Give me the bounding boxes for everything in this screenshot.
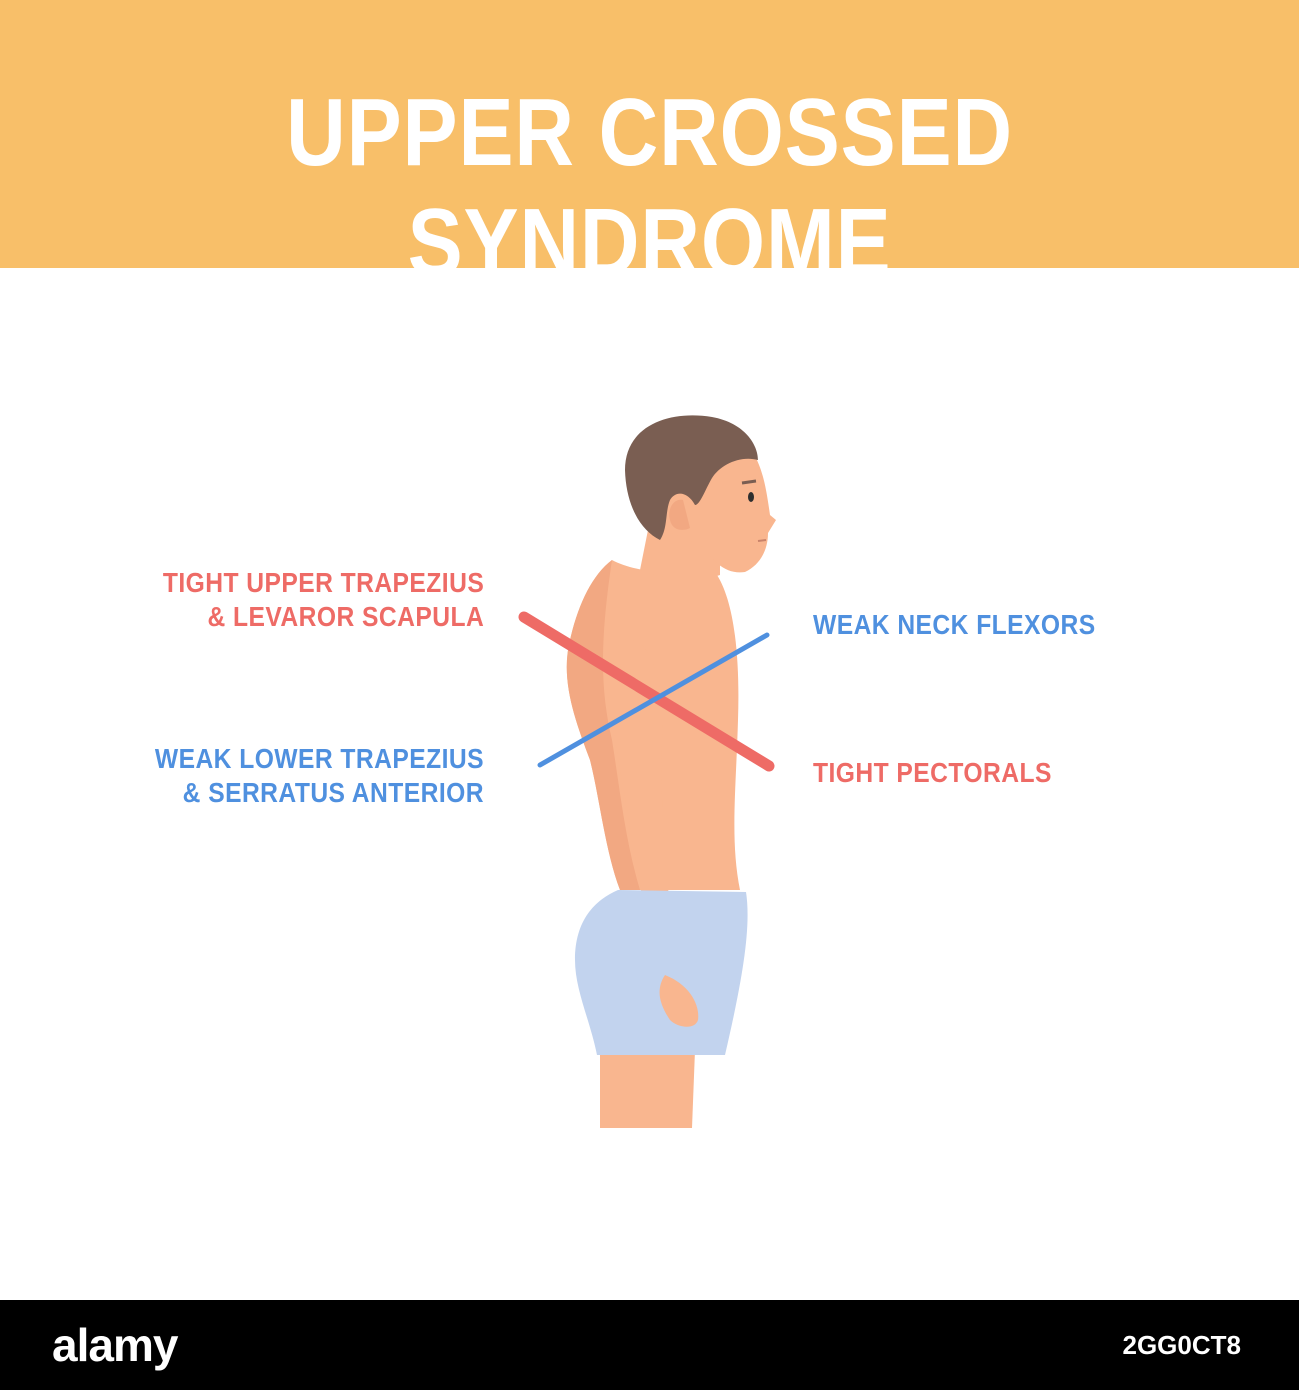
image-id: 2GG0CT8 bbox=[1122, 1330, 1242, 1360]
label-tight-upper-line1: TIGHT UPPER TRAPEZIUS bbox=[162, 567, 484, 598]
eye bbox=[748, 492, 754, 502]
label-weak-lower-line1: WEAK LOWER TRAPEZIUS bbox=[154, 743, 484, 774]
shorts bbox=[575, 890, 748, 1055]
label-weak-neck-flexors: WEAK NECK FLEXORS bbox=[813, 608, 1096, 642]
label-tight-upper-trapezius: TIGHT UPPER TRAPEZIUS & LEVAROR SCAPULA bbox=[163, 566, 484, 634]
label-weak-lower-line2: & SERRATUS ANTERIOR bbox=[182, 777, 485, 808]
mouth bbox=[757, 539, 767, 542]
weak-line bbox=[537, 632, 770, 768]
leg bbox=[600, 1050, 695, 1128]
tight-line bbox=[518, 611, 775, 772]
eyebrow bbox=[741, 479, 757, 485]
label-tight-upper-line2: & LEVAROR SCAPULA bbox=[207, 601, 485, 632]
posture-figure bbox=[518, 415, 776, 1128]
label-tight-pectorals-text: TIGHT PECTORALS bbox=[813, 757, 1052, 788]
footer-bar: alamy 2GG0CT8 bbox=[0, 1300, 1299, 1390]
back-shade bbox=[566, 560, 640, 890]
arm bbox=[608, 639, 701, 1027]
label-weak-lower-trapezius: WEAK LOWER TRAPEZIUS & SERRATUS ANTERIOR bbox=[155, 742, 484, 810]
alamy-logo: alamy bbox=[52, 1319, 178, 1371]
ear bbox=[669, 499, 690, 530]
page-title: UPPER CROSSED SYNDROME bbox=[286, 79, 1013, 296]
label-weak-neck-text: WEAK NECK FLEXORS bbox=[813, 609, 1096, 640]
title-banner bbox=[0, 0, 1299, 268]
label-tight-pectorals: TIGHT PECTORALS bbox=[813, 756, 1052, 790]
hand bbox=[659, 975, 699, 1027]
hair bbox=[625, 415, 758, 540]
